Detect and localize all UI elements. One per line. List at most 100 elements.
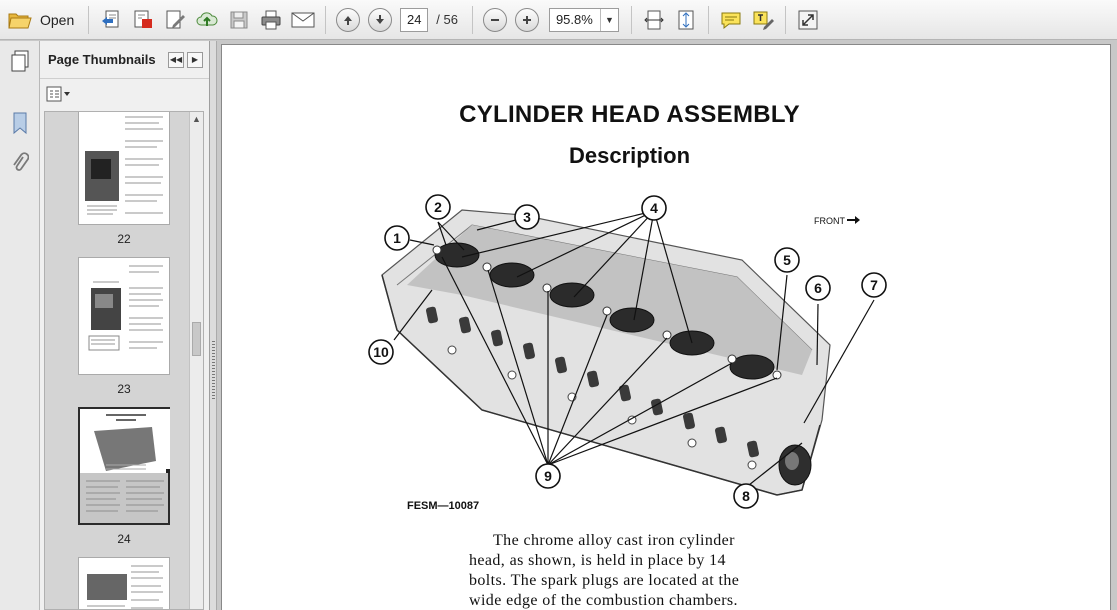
export-pdf-button[interactable] [129,6,157,34]
thumbnail-page[interactable] [78,257,170,375]
panel-title: Page Thumbnails [48,52,156,67]
panel-nav: ◀◀ ▶ [165,51,203,68]
toolbar-separator [471,5,473,34]
toolbar-separator [88,5,90,34]
create-pdf-icon [102,10,119,27]
thumbnail-list: 22 23 [44,111,204,610]
bookmarks-tab[interactable] [0,103,40,143]
email-icon [291,12,315,27]
email-button[interactable] [289,6,317,34]
thumbnail-page[interactable] [78,112,170,225]
save-button[interactable] [225,6,253,34]
fullscreen-icon [798,10,818,29]
highlight-icon [753,11,774,30]
pdf-page: CYLINDER HEAD ASSEMBLY Description [221,44,1111,610]
folder-open-icon [8,13,32,28]
fit-page-button[interactable] [672,6,700,34]
callout-5: 5 [783,252,791,268]
body-line: The chrome alloy cast iron cylinder [493,532,735,549]
thumbnail-page[interactable] [78,557,170,609]
panel-header: Page Thumbnails ◀◀ ▶ [40,41,209,79]
bookmark-icon [13,112,27,135]
print-icon [261,10,281,29]
cylinder-head-illustration: 1 2 3 4 5 6 7 8 9 10 [368,194,887,509]
toolbar-separator [325,5,327,34]
page-preview-image [85,116,163,215]
chevron-up-icon[interactable]: ▲ [192,114,201,124]
fit-page-icon [678,10,694,29]
front-arrow-icon [847,216,860,224]
callout-7: 7 [870,277,878,293]
edit-pdf-button[interactable] [161,6,189,34]
thumbnail-label: 24 [117,532,131,546]
next-page-button[interactable] [366,6,394,34]
page-up-icon [336,7,361,32]
page-number-input[interactable]: 24 [400,7,429,32]
callout-9: 9 [544,468,552,484]
chevron-down-icon[interactable]: ▼ [599,8,618,31]
page-preview-image [88,265,163,351]
highlight-button[interactable] [749,6,777,34]
callout-10: 10 [373,344,389,360]
print-button[interactable] [257,6,285,34]
open-label: Open [40,11,75,28]
comment-icon [721,12,741,29]
expand-panel-button[interactable]: ▶ [187,51,203,68]
fit-width-button[interactable] [640,6,668,34]
figure-label: FESM—10087 [407,500,480,512]
callout-6: 6 [814,280,822,296]
previous-page-button[interactable] [334,6,362,34]
upload-button[interactable] [193,6,221,34]
navigation-rail [0,41,40,610]
attachments-tab[interactable] [0,143,40,183]
callout-3: 3 [523,209,531,225]
fullscreen-button[interactable] [794,6,822,34]
options-menu-icon[interactable] [46,86,72,102]
save-icon [230,11,248,28]
page-down-icon [368,7,393,32]
callout-1: 1 [393,230,401,246]
front-label: FRONT [814,216,845,226]
splitter-grip-icon [212,341,215,401]
body-line: bolts. The spark plugs are located at th… [469,572,740,589]
paperclip-icon [13,152,29,171]
thumbnail-label: 23 [117,382,131,396]
toolbar-separator [707,5,709,34]
page-subtitle: Description [568,143,691,168]
page-preview-image [80,409,170,512]
upload-icon [196,11,218,26]
thumbnails-panel: Page Thumbnails ◀◀ ▶ [40,41,210,610]
page-preview-image [87,565,163,609]
edit-pdf-icon [166,10,186,28]
toolbar-separator [784,5,786,34]
toolbar-separator [630,5,632,34]
body-line: wide edge of the combustion chambers. [469,592,738,609]
panel-splitter[interactable] [210,41,217,610]
callout-4: 4 [650,200,658,216]
thumbnail-scrollbar[interactable]: ▲ [189,112,203,609]
fit-width-icon [644,10,664,29]
comment-button[interactable] [717,6,745,34]
export-pdf-icon [134,10,153,28]
toolbar: Open [0,0,1117,40]
body-paragraph: The chrome alloy cast iron cylinder head… [469,531,819,610]
panel-options [40,79,209,109]
thumbnail-label: 22 [117,232,131,246]
zoom-select[interactable]: 95.8% ▼ [548,7,619,32]
create-pdf-button[interactable] [97,6,125,34]
zoom-in-icon [514,7,539,32]
body-line: head, as shown, is held in place by 14 [469,552,726,569]
page-thumbnails-icon [11,50,29,72]
callout-2: 2 [434,199,442,215]
collapse-panel-button[interactable]: ◀◀ [168,51,184,68]
callout-8: 8 [742,488,750,504]
zoom-out-button[interactable] [481,6,509,34]
zoom-out-icon [482,7,507,32]
scrollbar-thumb[interactable] [192,322,201,356]
page-thumbnails-tab[interactable] [0,41,40,81]
document-view: CYLINDER HEAD ASSEMBLY Description [218,41,1117,610]
open-button[interactable]: Open [0,5,82,35]
zoom-in-button[interactable] [513,6,541,34]
thumbnail-page-selected[interactable] [78,407,170,525]
page-total: / 56 [436,12,458,27]
